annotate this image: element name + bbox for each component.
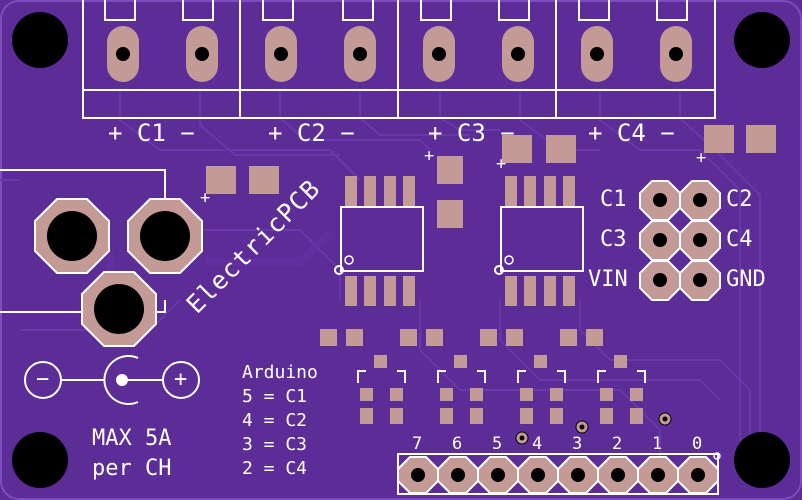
terminal-label-c1: + C1 − [108,121,195,145]
arduino-line: 2 = C4 [242,458,308,479]
plus-sign: + [108,119,123,147]
terminal-label-c3: + C3 − [428,121,515,145]
pin-number: 7 [412,434,423,454]
trace-group [0,90,761,470]
plus-mark: + [424,146,435,166]
plus-sign: + [268,119,283,147]
terminal-label-c2: + C2 − [268,121,355,145]
plus-sign: + [588,119,603,147]
minus-sign: − [500,119,515,147]
mounting-hole-top-left [12,12,68,68]
header-2x3 [639,180,721,301]
polarity-minus: − [36,367,50,392]
header-1x8 [397,452,721,495]
header-label-gnd: GND [726,267,766,292]
channel-name: C3 [456,119,486,147]
pin-number: 2 [612,434,623,454]
arduino-line: 4 = C2 [242,410,308,431]
arduino-line: 5 = C1 [242,386,308,407]
pin-number: 4 [532,434,543,454]
terminal-drills [116,47,683,61]
rating-line1: MAX 5A [92,426,172,451]
header-label-c3: C3 [600,227,627,252]
plus-mark: + [696,148,707,168]
header-label-vin: VIN [588,267,628,292]
mosfet-1 [334,176,424,306]
terminal-label-c4: + C4 − [588,121,675,145]
pin-number: 0 [692,434,703,454]
terminal-outlines [82,0,716,119]
header-label-c4: C4 [726,227,753,252]
resistor-pads [320,329,603,346]
header-label-c1: C1 [600,187,627,212]
mounting-hole-bottom-left [12,432,68,488]
polarity-plus: + [174,367,188,392]
plus-mark: + [496,154,507,174]
channel-name: C1 [136,119,166,147]
barrel-jack-outline [0,169,166,313]
minus-sign: − [340,119,355,147]
mounting-hole-bottom-right [734,432,790,488]
polarity-center-dot [116,374,128,386]
smd-pads [206,125,776,228]
pin-number: 6 [452,434,463,454]
plus-mark: + [200,188,211,208]
terminal-pads [107,26,692,82]
polarity-symbol [24,355,200,405]
pin-number: 5 [492,434,503,454]
pin-number: 1 [652,434,663,454]
rating-line2: per CH [92,456,172,481]
pin-number: 3 [572,434,583,454]
sot23-footprints [357,355,646,424]
minus-sign: − [660,119,675,147]
mosfet-2 [494,176,584,306]
arduino-line: 3 = C3 [242,434,308,455]
plus-sign: + [428,119,443,147]
mounting-hole-top-right [734,12,790,68]
header-label-c2: C2 [726,187,753,212]
minus-sign: − [180,119,195,147]
channel-name: C2 [296,119,326,147]
channel-name: C4 [616,119,646,147]
arduino-title: Arduino [242,362,318,383]
